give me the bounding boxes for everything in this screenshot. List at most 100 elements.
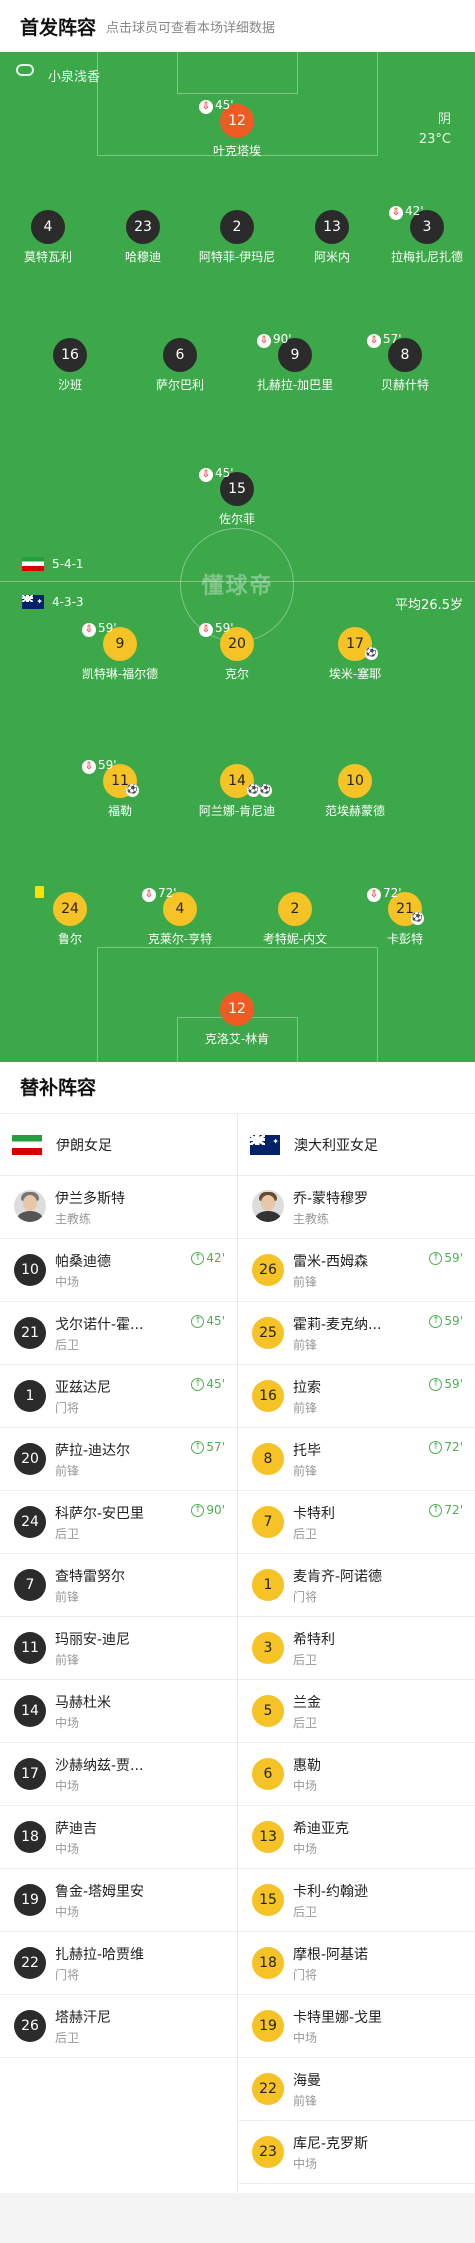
sub-row[interactable]: 18 摩根-阿基诺 门将 bbox=[238, 1932, 475, 1995]
player-number: 25 bbox=[252, 1317, 284, 1349]
player-home[interactable]: 9 ⇩ 90' 扎赫拉-加巴里 bbox=[235, 332, 355, 393]
sub-row[interactable]: 7 查特雷努尔 前锋 bbox=[0, 1554, 237, 1617]
player-away[interactable]: 2 考特妮-内文 bbox=[235, 892, 355, 947]
sub-row[interactable]: 14 马赫杜米 中场 bbox=[0, 1680, 237, 1743]
sub-row[interactable]: 1 麦肯齐-阿诺德 门将 bbox=[238, 1554, 475, 1617]
player-name: 马赫杜米 bbox=[55, 1695, 111, 1711]
player-number: 4 bbox=[31, 210, 65, 244]
sub-row[interactable]: 25 霍莉-麦克纳... 前锋 ↑59' bbox=[238, 1302, 475, 1365]
player-away[interactable]: 20 ⇩ 59' 克尔 bbox=[177, 621, 297, 682]
player-name: 拉梅扎尼扎德 bbox=[390, 250, 463, 264]
coach-avatar bbox=[252, 1190, 284, 1222]
player-number: 3 bbox=[410, 210, 444, 244]
sub-on-label: 90' bbox=[206, 1503, 225, 1517]
player-home[interactable]: 23 哈穆迪 bbox=[83, 210, 203, 265]
player-number: 22 bbox=[14, 1947, 46, 1979]
sub-on-time: ↑45' bbox=[191, 1377, 225, 1391]
player-number: 16 bbox=[252, 1380, 284, 1412]
player-name: 扎赫拉-加巴里 bbox=[256, 378, 334, 392]
sub-row[interactable]: 23 库尼-克罗斯 中场 bbox=[238, 2121, 475, 2184]
away-subs-column: 澳大利亚女足 乔-蒙特穆罗 主教练 26 雷米-西姆森 前锋 ↑59' 25 霍… bbox=[238, 1114, 475, 2184]
player-away[interactable]: 4 ⇩ 72' 克莱尔-亨特 bbox=[120, 886, 240, 947]
player-name: 范埃赫蒙德 bbox=[324, 804, 385, 818]
sub-row[interactable]: 16 拉索 前锋 ↑59' bbox=[238, 1365, 475, 1428]
sub-on-time: ↑72' bbox=[429, 1440, 463, 1454]
sub-row[interactable]: 26 塔赫汗尼 后卫 bbox=[0, 1995, 237, 2058]
sub-row[interactable]: 20 萨拉-迪达尔 前锋 ↑57' bbox=[0, 1428, 237, 1491]
away-coach-row[interactable]: 乔-蒙特穆罗 主教练 bbox=[238, 1176, 475, 1239]
weather-info: 阴 23°C bbox=[419, 110, 451, 150]
player-home[interactable]: 3 ⇩ 42' 拉梅扎尼扎德 bbox=[367, 204, 475, 265]
player-home[interactable]: 4 莫特瓦利 bbox=[0, 210, 108, 265]
player-name: 阿兰娜-肯尼迪 bbox=[198, 804, 276, 818]
home-team-header[interactable]: 伊朗女足 bbox=[0, 1114, 237, 1176]
sub-row[interactable]: 15 卡利-约翰逊 后卫 bbox=[238, 1869, 475, 1932]
player-number: 12 bbox=[220, 992, 254, 1026]
sub-row[interactable]: 19 卡特里娜-戈里 中场 bbox=[238, 1995, 475, 2058]
whistle-icon bbox=[16, 64, 34, 76]
home-formation: 5-4-1 bbox=[22, 557, 84, 571]
player-away[interactable]: 9 ⇩ 59' 凯特琳-福尔德 bbox=[60, 621, 180, 682]
player-number: 10 bbox=[14, 1254, 46, 1286]
sub-row[interactable]: 8 托毕 前锋 ↑72' bbox=[238, 1428, 475, 1491]
player-number: 23 bbox=[126, 210, 160, 244]
player-name: 佐尔菲 bbox=[218, 512, 255, 526]
sub-row[interactable]: 24 科萨尔-安巴里 后卫 ↑90' bbox=[0, 1491, 237, 1554]
coach-role: 主教练 bbox=[55, 1212, 92, 1226]
sub-row[interactable]: 1 亚兹达尼 门将 ↑45' bbox=[0, 1365, 237, 1428]
player-away[interactable]: 21 ⇩ 72' ⚽ 卡彭特 bbox=[345, 886, 465, 947]
bottom-penalty-box bbox=[97, 947, 378, 1062]
player-away[interactable]: 17 ⚽ 埃米-塞耶 bbox=[295, 627, 415, 682]
sub-row[interactable]: 7 卡特利 后卫 ↑72' bbox=[238, 1491, 475, 1554]
player-away-gk[interactable]: 12 克洛艾-林肯 bbox=[177, 992, 297, 1047]
away-team-header[interactable]: 澳大利亚女足 bbox=[238, 1114, 475, 1176]
sub-off-icon: ⇩ bbox=[82, 760, 96, 774]
sub-row[interactable]: 19 鲁金-塔姆里安 中场 bbox=[0, 1869, 237, 1932]
player-number: 5 bbox=[252, 1695, 284, 1727]
player-home[interactable]: 8 ⇩ 57' 贝赫什特 bbox=[345, 332, 465, 393]
player-home[interactable]: 13 阿米内 bbox=[272, 210, 392, 265]
player-home[interactable]: 16 沙班 bbox=[10, 338, 130, 393]
coach-name: 伊兰多斯特 bbox=[55, 1191, 125, 1207]
player-name: 托毕 bbox=[293, 1443, 321, 1459]
sub-row[interactable]: 6 惠勒 中场 bbox=[238, 1743, 475, 1806]
player-position: 后卫 bbox=[55, 1338, 80, 1352]
player-home[interactable]: 15 ⇩ 45' 佐尔菲 bbox=[177, 466, 297, 527]
sub-row[interactable]: 5 兰金 后卫 bbox=[238, 1680, 475, 1743]
sub-row[interactable]: 22 海曼 前锋 bbox=[238, 2058, 475, 2121]
sub-on-icon: ↑ bbox=[191, 1314, 205, 1328]
sub-row[interactable]: 22 扎赫拉-哈贾维 门将 bbox=[0, 1932, 237, 1995]
sub-row[interactable]: 10 帕桑迪德 中场 ↑42' bbox=[0, 1239, 237, 1302]
player-name: 麦肯齐-阿诺德 bbox=[293, 1569, 383, 1585]
player-home-gk[interactable]: 12 ⇩ 45' 叶克塔埃 bbox=[177, 98, 297, 159]
player-position: 中场 bbox=[55, 1905, 80, 1919]
player-position: 门将 bbox=[55, 1968, 80, 1982]
player-position: 后卫 bbox=[293, 1653, 318, 1667]
player-away[interactable]: 24 鲁尔 bbox=[10, 886, 130, 947]
player-away[interactable]: 14 ⚽ ⚽ 阿兰娜-肯尼迪 bbox=[177, 764, 297, 819]
player-position: 前锋 bbox=[293, 1275, 318, 1289]
sub-row[interactable]: 21 戈尔诺什-霍... 后卫 ↑45' bbox=[0, 1302, 237, 1365]
home-coach-row[interactable]: 伊兰多斯特 主教练 bbox=[0, 1176, 237, 1239]
player-away[interactable]: 10 范埃赫蒙德 bbox=[295, 764, 415, 819]
player-number: 4 bbox=[163, 892, 197, 926]
sub-row[interactable]: 18 萨迪吉 中场 bbox=[0, 1806, 237, 1869]
away-formation-label: 4-3-3 bbox=[52, 595, 84, 609]
player-home[interactable]: 6 萨尔巴利 bbox=[120, 338, 240, 393]
sub-row[interactable]: 3 希特利 后卫 bbox=[238, 1617, 475, 1680]
sub-row[interactable]: 11 玛丽安-迪尼 前锋 bbox=[0, 1617, 237, 1680]
player-number: 6 bbox=[252, 1758, 284, 1790]
player-name: 阿米内 bbox=[313, 250, 350, 264]
coach-avatar bbox=[14, 1190, 46, 1222]
player-away[interactable]: 11 ⇩ 59' ⚽ 福勒 bbox=[60, 758, 180, 819]
player-position: 中场 bbox=[55, 1842, 80, 1856]
player-name: 贝赫什特 bbox=[380, 378, 429, 392]
player-position: 后卫 bbox=[293, 1527, 318, 1541]
player-number: 18 bbox=[14, 1821, 46, 1853]
player-home[interactable]: 2 阿特菲-伊玛尼 bbox=[177, 210, 297, 265]
sub-row[interactable]: 26 雷米-西姆森 前锋 ↑59' bbox=[238, 1239, 475, 1302]
sub-off-icon: ⇩ bbox=[82, 623, 96, 637]
sub-row[interactable]: 17 沙赫纳兹-贾... 中场 bbox=[0, 1743, 237, 1806]
sub-off-icon: ⇩ bbox=[199, 468, 213, 482]
sub-row[interactable]: 13 希迪亚克 中场 bbox=[238, 1806, 475, 1869]
